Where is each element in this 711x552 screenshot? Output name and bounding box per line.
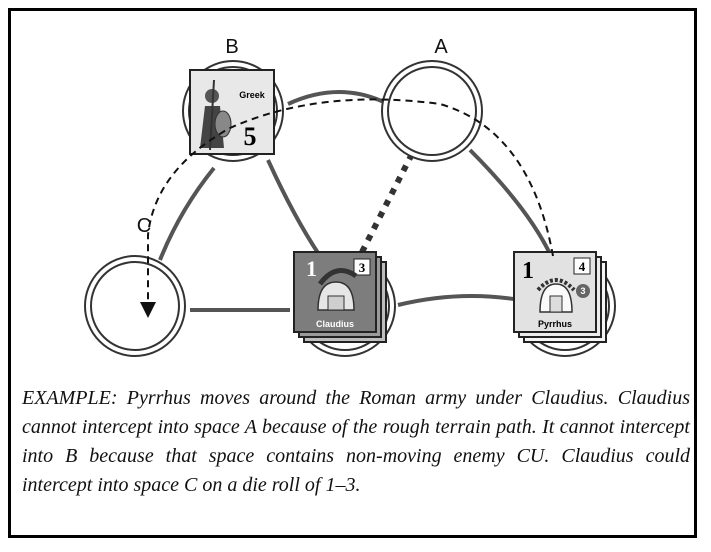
movement-route — [140, 98, 554, 318]
greek-counter: Greek 5 — [189, 69, 275, 155]
pyrrhus-strength: 1 — [522, 258, 534, 284]
claudius-counter-name: Claudius — [316, 319, 354, 329]
rough-terrain-path — [359, 148, 417, 254]
pyrrhus-counter: 1 4 3 Pyrrhus — [513, 251, 607, 343]
pyrrhus-rating: 4 — [579, 259, 586, 274]
path-b-c — [158, 166, 216, 261]
greek-helmet-icon — [536, 278, 576, 313]
space-label-c: C — [137, 215, 151, 237]
space-label-a: A — [434, 36, 448, 58]
path-claudius-pyrrhus — [397, 294, 521, 307]
space-a — [381, 60, 483, 162]
example-caption: EXAMPLE: Pyrrhus moves around the Roman … — [22, 387, 690, 496]
path-a-pyrrhus — [468, 148, 554, 259]
space-label-b: B — [225, 36, 238, 58]
roman-helmet-icon — [317, 268, 358, 311]
claudius-rating: 3 — [359, 260, 366, 275]
pyrrhus-badge: 3 — [580, 286, 585, 296]
space-c — [84, 255, 186, 357]
greek-counter-name: Greek — [239, 90, 266, 100]
greek-soldier-icon — [200, 79, 232, 151]
path-b-a — [287, 90, 389, 106]
claudius-strength: 1 — [306, 256, 317, 281]
pyrrhus-counter-name: Pyrrhus — [538, 319, 572, 329]
greek-counter-value: 5 — [244, 122, 257, 151]
claudius-counter: 1 3 Claudius — [293, 251, 387, 343]
path-network — [158, 90, 554, 312]
